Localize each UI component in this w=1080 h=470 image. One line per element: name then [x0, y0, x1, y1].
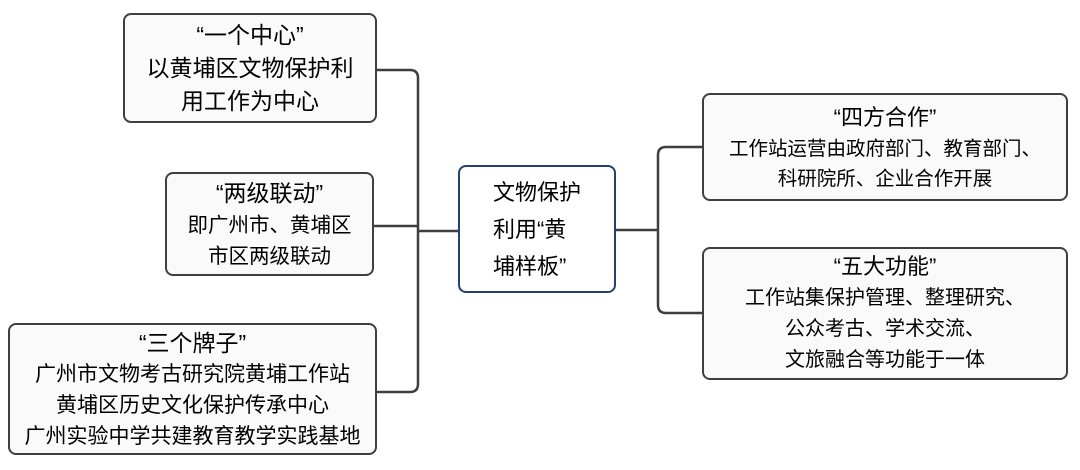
node-line: 黄埔区历史文化保护传承中心 — [56, 393, 329, 417]
node-center-huangpu-model: 文物保护 利用“黄 埔样板” — [458, 165, 616, 293]
node-line: 科研院所、企业合作开展 — [777, 167, 993, 190]
node-line: 文物保护 — [492, 179, 581, 205]
node-line: 利用“黄 — [492, 216, 567, 242]
node-title: “四方合作” — [833, 104, 937, 130]
node-line: 用工作为中心 — [181, 88, 319, 114]
node-three-plaques: “三个牌子” 广州市文物考古研究院黄埔工作站 黄埔区历史文化保护传承中心 广州实… — [8, 323, 377, 455]
node-title: “一个中心” — [196, 22, 304, 48]
node-line: 市区两级联动 — [208, 244, 331, 268]
node-line: 广州实验中学共建教育教学实践基地 — [24, 424, 361, 448]
node-line: 公众考古、学术交流、 — [785, 318, 985, 340]
node-line: 以黄埔区文物保护利 — [146, 55, 354, 81]
left-bracket-line — [376, 68, 420, 394]
node-line: 工作站集保护管理、整理研究、 — [745, 287, 1025, 309]
node-title: “两级联动” — [215, 179, 324, 206]
node-line: 广州市文物考古研究院黄埔工作站 — [35, 362, 350, 386]
node-two-level-linkage: “两级联动” 即广州市、黄埔区 市区两级联动 — [165, 172, 374, 276]
node-line: 埔样板” — [492, 253, 567, 279]
right-bracket-line — [656, 145, 702, 315]
node-line: 即广州市、黄埔区 — [187, 213, 352, 237]
node-line: 工作站运营由政府部门、教育部门、 — [728, 137, 1041, 160]
node-title: “五大功能” — [833, 254, 937, 279]
node-title: “三个牌子” — [138, 329, 247, 356]
node-five-functions: “五大功能” 工作站集保护管理、整理研究、 公众考古、学术交流、 文旅融合等功能… — [702, 247, 1068, 380]
node-one-center: “一个中心” 以黄埔区文物保护利 用工作为中心 — [123, 13, 377, 123]
node-four-party-cooperation: “四方合作” 工作站运营由政府部门、教育部门、 科研院所、企业合作开展 — [702, 93, 1068, 201]
node-line: 文旅融合等功能于一体 — [785, 349, 985, 371]
center-node-text: 文物保护 利用“黄 埔样板” — [493, 174, 581, 285]
